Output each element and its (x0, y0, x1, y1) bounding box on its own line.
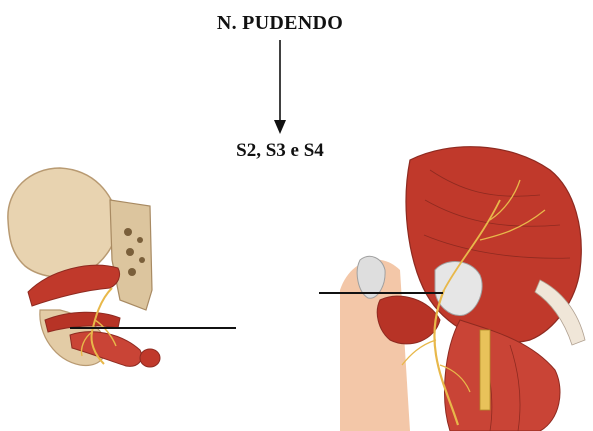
pointer-line-left (70, 327, 236, 329)
pointer-line-right (319, 292, 443, 294)
ilium-bone (8, 168, 118, 277)
posterior-pelvis-illustration (0, 160, 185, 390)
adductor-muscles (445, 320, 560, 431)
ischial-tuberosity (435, 262, 482, 316)
down-arrow (270, 40, 290, 136)
neurovascular-bundle (480, 330, 490, 410)
perineal-muscles-illustration (340, 140, 593, 431)
diagram-title: N. PUDENDO (0, 12, 560, 35)
levator-ani-muscle (377, 296, 440, 344)
